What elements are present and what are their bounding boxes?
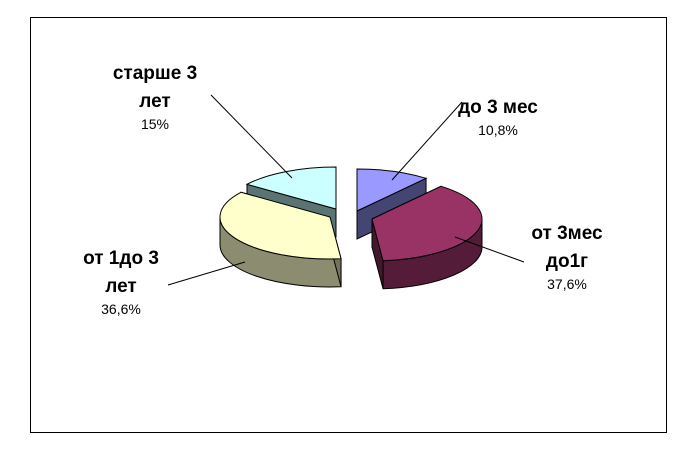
- slice-4-label-line-2: лет: [139, 91, 170, 112]
- slice-2-value-label: 37,6%: [547, 276, 587, 292]
- slice-3-value-label: 36,6%: [101, 301, 141, 317]
- chart-frame: [30, 17, 667, 433]
- slice-1-top: [356, 168, 428, 212]
- pie-labels: до 3 мес 10,8% от 3мес до1г 37,6% от 1до 3 лет…: [83, 63, 603, 317]
- slice-4-value-label: 15%: [141, 116, 169, 132]
- slice-2-label-line-1: от 3мес: [531, 223, 603, 244]
- pie-tops: [219, 166, 483, 262]
- slice-4-label-line-1: старше 3: [113, 63, 197, 84]
- slice-3-leader-line: [167, 261, 246, 286]
- slice-1-value-label: 10,8%: [478, 122, 518, 138]
- slice-2-label-line-2: до1г: [546, 251, 588, 272]
- slice-3-top: [219, 191, 342, 260]
- slice-3-label-line-2: лет: [105, 276, 136, 297]
- slice-1-label-line-1: до 3 мес: [458, 97, 538, 118]
- slice-2-leader-line: [454, 236, 525, 263]
- slice-2-top: [371, 185, 483, 262]
- slice-1-leader-line: [391, 101, 463, 181]
- slice-3-label-line-1: от 1до 3: [83, 248, 159, 269]
- slice-4-leader-line: [210, 94, 293, 179]
